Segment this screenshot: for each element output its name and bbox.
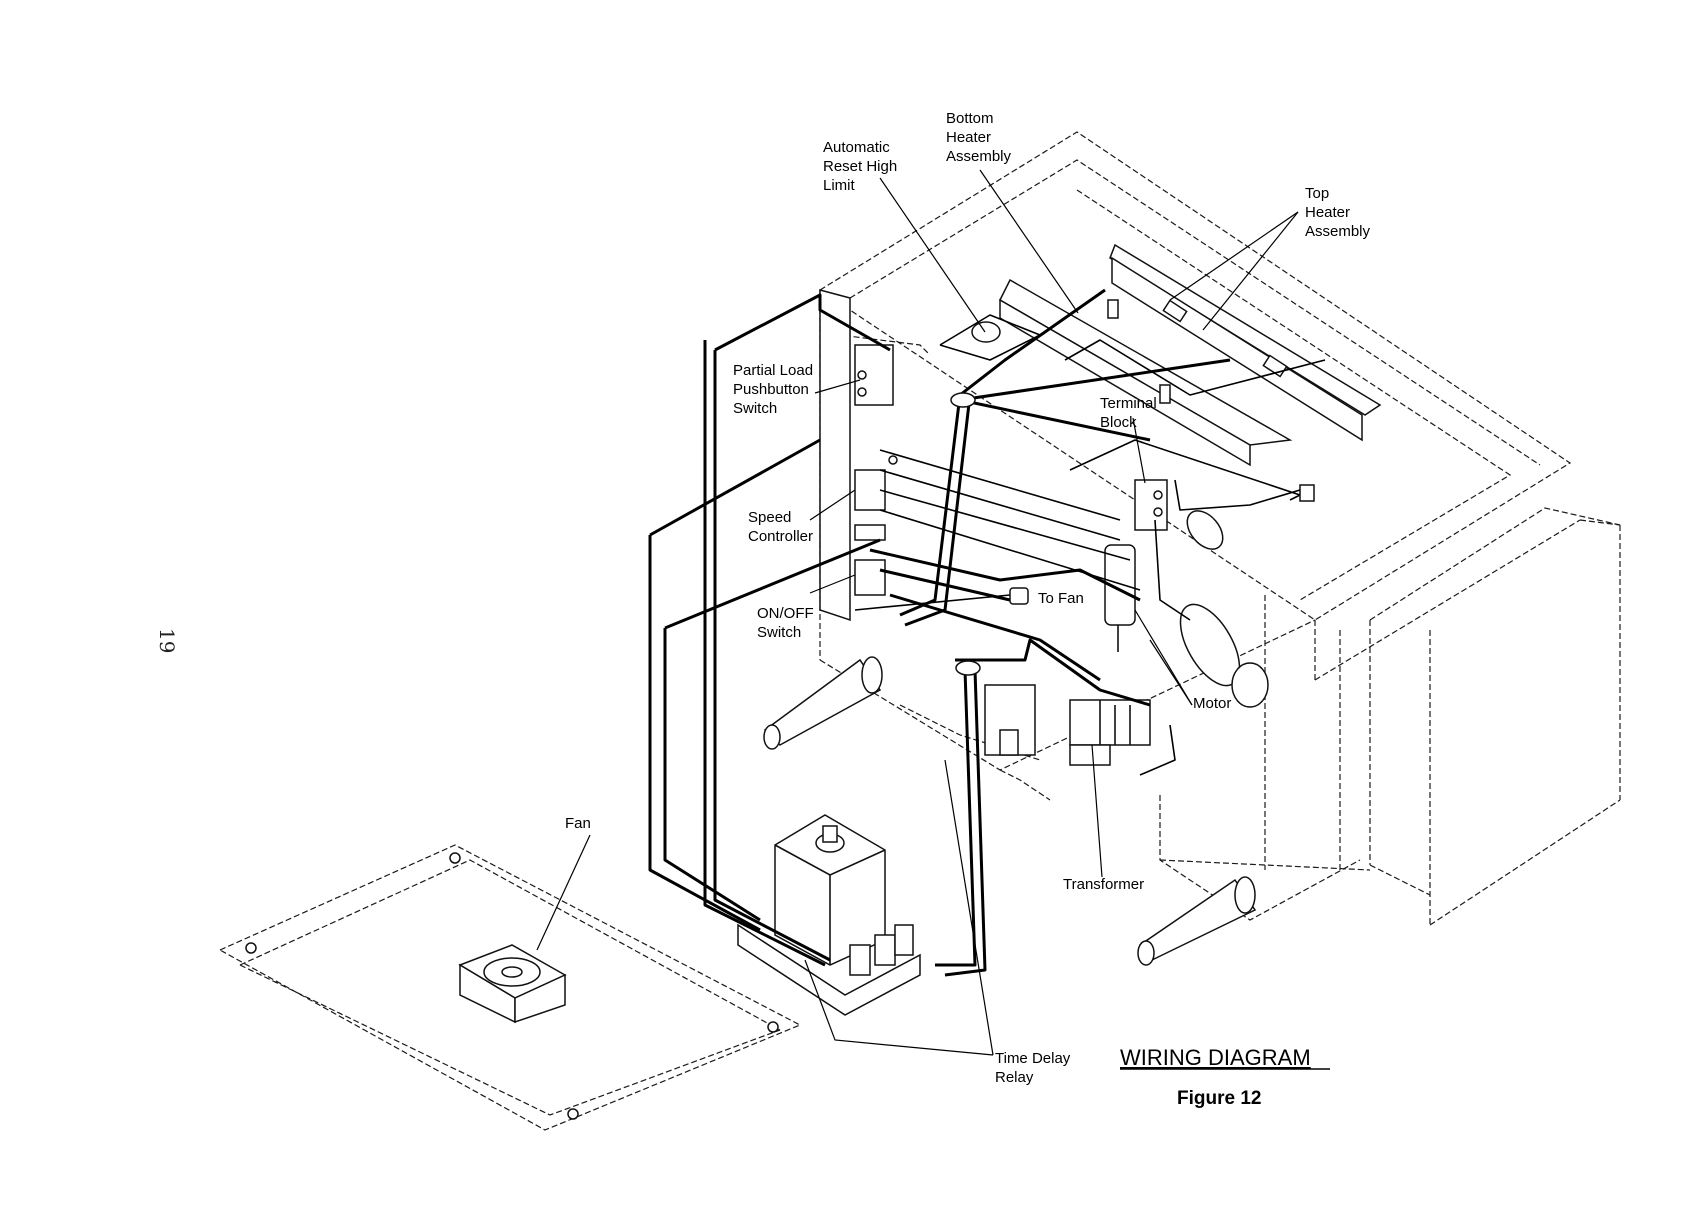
terminal-block-label: Terminal Block: [1100, 395, 1161, 431]
on-off-switch-label: ON/OFF Switch: [757, 605, 818, 641]
time-delay-relay-label: Time Delay Relay: [995, 1050, 1074, 1086]
relay-block: [984, 684, 1036, 756]
transformer-label: Transformer: [1063, 876, 1144, 893]
automatic-reset-line3: Limit: [823, 177, 856, 194]
automatic-reset-line1: Automatic: [823, 139, 890, 156]
top-heater-line1: Top: [1305, 185, 1329, 202]
motor-label: Motor: [1193, 695, 1231, 712]
fan: [458, 944, 567, 1024]
wiring: [648, 288, 1326, 977]
figure-label: Figure 12: [1177, 1088, 1261, 1109]
motor: [1104, 510, 1269, 708]
bottom-heater-label: Bottom Heater Assembly: [946, 110, 1012, 165]
to-fan-label: To Fan: [1038, 590, 1084, 607]
bottom-heater-line2: Heater: [946, 129, 991, 146]
terminal-block-line2: Block: [1100, 414, 1137, 431]
automatic-reset-label: Automatic Reset High Limit: [823, 139, 901, 194]
on-off-switch-line2: Switch: [757, 624, 801, 641]
top-heater-label: Top Heater Assembly: [1305, 185, 1371, 240]
partial-load-line2: Pushbutton: [733, 381, 809, 398]
bottom-heater-assembly: [999, 278, 1293, 467]
fan-label: Fan: [565, 815, 591, 832]
top-heater-line2: Heater: [1305, 204, 1350, 221]
transformer: [1069, 699, 1151, 766]
terminal-block: [1069, 439, 1315, 531]
speed-controller-label: Speed Controller: [748, 509, 813, 545]
time-delay-line2: Relay: [995, 1069, 1034, 1086]
terminal-block-line1: Terminal: [1100, 395, 1157, 412]
fan-panel: [218, 844, 802, 1131]
diagram-title: WIRING DIAGRAM: [1120, 1045, 1311, 1070]
speed-controller-line2: Controller: [748, 528, 813, 545]
automatic-reset-line2: Reset High: [823, 158, 897, 175]
bottom-heater-line3: Assembly: [946, 148, 1012, 165]
control-panel: [819, 289, 898, 622]
bottom-heater-line1: Bottom: [946, 110, 994, 127]
top-heater-line3: Assembly: [1305, 223, 1371, 240]
partial-load-line3: Switch: [733, 400, 777, 417]
speed-controller-line1: Speed: [748, 509, 791, 526]
leader-lines: [536, 169, 1299, 1056]
partial-load-line1: Partial Load: [733, 362, 813, 379]
time-delay-line1: Time Delay: [995, 1050, 1071, 1067]
partial-load-label: Partial Load Pushbutton Switch: [733, 362, 817, 417]
time-delay-relay: [737, 814, 921, 1016]
on-off-switch-line1: ON/OFF: [757, 605, 814, 622]
page-number: 19: [155, 628, 179, 653]
support-legs: [763, 656, 1257, 966]
